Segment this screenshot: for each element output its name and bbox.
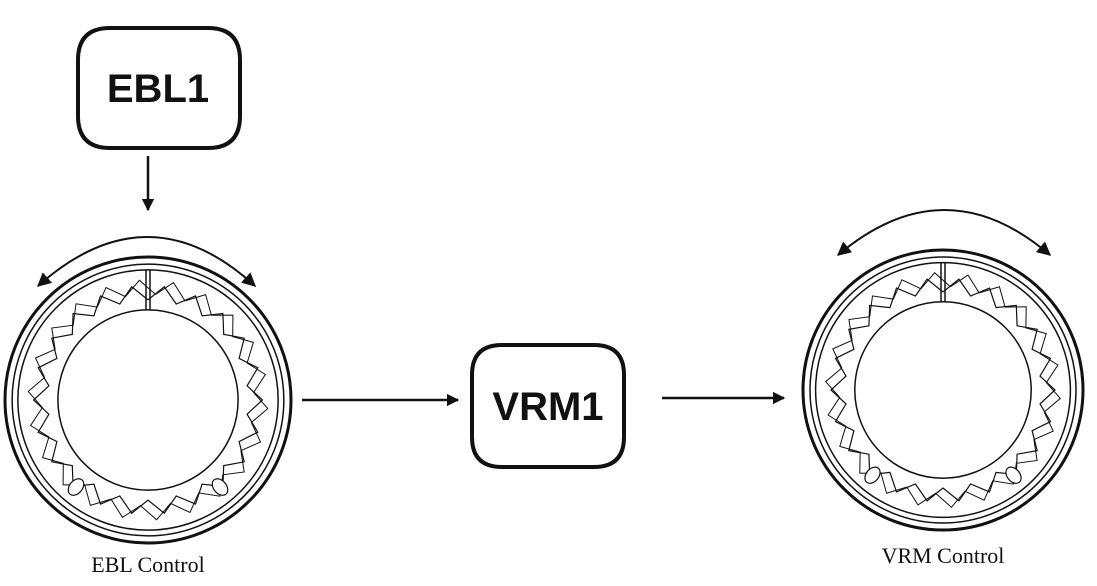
knob-detent — [67, 478, 85, 496]
knob-grip-pattern-outer — [824, 271, 1062, 509]
knob-second-ring — [11, 263, 285, 537]
vrm-rotation-arrow — [836, 209, 1052, 256]
ebl-control-caption: EBL Control — [91, 552, 204, 577]
knob-detent — [211, 478, 229, 496]
vrm1-key-label: VRM1 — [492, 385, 603, 429]
ebl-rotation-arrow — [36, 236, 257, 287]
knob-inner-dial — [57, 309, 239, 491]
knob-second-ring — [809, 256, 1077, 524]
ebl1-key[interactable]: EBL1 — [76, 26, 242, 150]
knob-detent — [1005, 466, 1022, 484]
knob-third-ring — [814, 261, 1072, 519]
vrm1-key-outline — [470, 343, 626, 469]
knob-inner-dial — [854, 301, 1032, 479]
knob-grip-pattern — [32, 285, 264, 515]
knob-grip-pattern — [830, 278, 1056, 502]
knob-grip-pattern-outer — [27, 279, 269, 521]
knob-detent — [864, 466, 881, 484]
vrm1-key[interactable]: VRM1 — [470, 343, 626, 469]
ebl1-key-outline — [76, 26, 242, 150]
vrm-control-caption: VRM Control — [882, 543, 1005, 568]
vrm-control-knob[interactable] — [801, 248, 1085, 532]
knob-third-ring — [17, 269, 279, 531]
ebl-control-knob[interactable] — [3, 255, 293, 545]
ebl1-key-label: EBL1 — [107, 67, 209, 111]
